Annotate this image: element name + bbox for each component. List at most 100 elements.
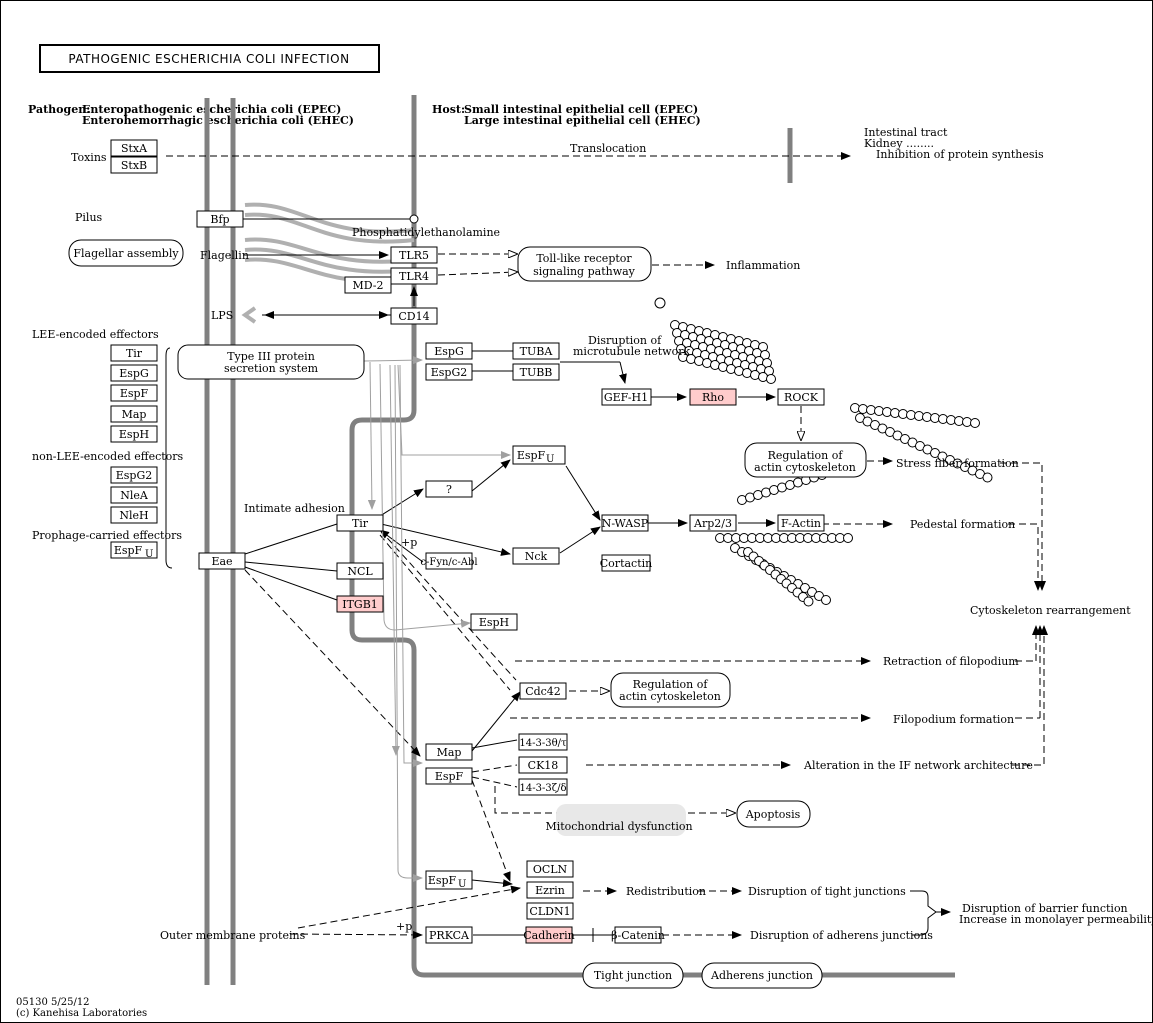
gene-factin[interactable]: F-Actin: [777, 514, 825, 532]
gene-tubb[interactable]: TUBB: [512, 363, 560, 381]
gene-cdc42-label: Cdc42: [525, 685, 561, 698]
gene-bfp[interactable]: Bfp: [196, 210, 244, 228]
gene-tlr5[interactable]: TLR5: [390, 246, 438, 264]
gene-rho[interactable]: Rho: [689, 388, 737, 406]
pathway-adherens-junction[interactable]: Adherens junction: [701, 962, 823, 989]
gene-espfu-label: EspF: [517, 449, 546, 462]
lee-effectors-label: LEE-encoded effectors: [32, 328, 159, 341]
gene-eae[interactable]: Eae: [198, 552, 246, 570]
gene-espg[interactable]: EspG: [425, 342, 473, 360]
phosphorylation-label: +p: [401, 536, 417, 549]
t3ss-label-1: Type III protein: [227, 350, 315, 363]
gene-espfu-2-label: EspF: [428, 874, 457, 887]
gene-itgb1[interactable]: ITGB1: [336, 595, 384, 613]
phosphorylation-label-2: +p: [396, 920, 412, 933]
gene-tubb-label: TUBB: [520, 366, 553, 379]
gene-espg2-label: EspG2: [431, 366, 468, 379]
gene-nwasp[interactable]: N-WASP: [601, 514, 649, 532]
pathway-regulation-actin-2[interactable]: Regulation of actin cytoskeleton: [610, 672, 731, 708]
membranes: [204, 95, 955, 985]
pathway-apoptosis[interactable]: Apoptosis: [736, 800, 811, 828]
gene-bfp-label: Bfp: [210, 213, 229, 226]
gene-nlea[interactable]: NleA: [110, 486, 158, 504]
reg-actin-label-1: Regulation of: [768, 449, 844, 462]
gene-ezrin-label: Ezrin: [535, 884, 565, 897]
gene-gefh1[interactable]: GEF-H1: [601, 388, 652, 406]
gene-map[interactable]: Map: [425, 743, 473, 761]
gene-espf-effector[interactable]: EspF: [110, 384, 158, 402]
gene-ocln-label: OCLN: [533, 863, 568, 876]
gene-nleh[interactable]: NleH: [110, 506, 158, 524]
disruption-tight-label: Disruption of tight junctions: [748, 885, 906, 898]
gene-cortactin[interactable]: Cortactin: [600, 554, 652, 572]
gene-rock[interactable]: ROCK: [777, 388, 825, 406]
gene-espg-effector[interactable]: EspG: [110, 364, 158, 382]
pathway-regulation-actin[interactable]: Regulation of actin cytoskeleton: [744, 442, 867, 478]
gene-factin-label: F-Actin: [781, 517, 821, 530]
gene-cd14[interactable]: CD14: [390, 307, 438, 325]
stress-fiber-label: Stress fiber formation: [896, 457, 1019, 470]
gene-cldn1[interactable]: CLDN1: [526, 902, 574, 920]
pathway-tight-junction[interactable]: Tight junction: [582, 962, 684, 989]
gene-nck[interactable]: Nck: [512, 547, 560, 565]
tlr-pathway-label-2: signaling pathway: [533, 265, 636, 278]
gene-prkca[interactable]: PRKCA: [425, 926, 473, 944]
gene-stxa-label: StxA: [121, 142, 148, 155]
gene-unknown-label: ?: [446, 483, 452, 496]
gene-cfyn-cabl[interactable]: c-Fyn/c-Abl: [420, 552, 478, 570]
retraction-label: Retraction of filopodium: [883, 655, 1019, 668]
gene-tuba[interactable]: TUBA: [512, 342, 560, 360]
pathogen-line1: Enteropathogenic escherichia coli (EPEC): [82, 103, 341, 116]
gene-beta-catenin-label: β-Catenin: [611, 929, 665, 942]
pilus-label: Pilus: [75, 211, 103, 224]
gene-beta-catenin[interactable]: β-Catenin: [611, 926, 665, 944]
gene-cdc42[interactable]: Cdc42: [519, 682, 567, 700]
gene-md2[interactable]: MD-2: [344, 276, 392, 294]
gene-ocln[interactable]: OCLN: [526, 860, 574, 878]
tight-junction-label: Tight junction: [594, 969, 672, 982]
pilus-flagellin-curves: [241, 202, 415, 324]
gene-stxb[interactable]: StxB: [110, 156, 158, 174]
pathway-type-iii-secretion[interactable]: Type III protein secretion system: [177, 344, 365, 380]
gene-espg2-effector[interactable]: EspG2: [110, 466, 158, 484]
gene-esph-label: EspH: [479, 616, 509, 629]
gene-unknown[interactable]: ?: [425, 480, 473, 498]
gene-tir-effector[interactable]: Tir: [110, 344, 158, 362]
gene-esph-effector[interactable]: EspH: [110, 425, 158, 443]
gene-stxa[interactable]: StxA: [110, 139, 158, 157]
gene-ck18[interactable]: CK18: [518, 756, 568, 774]
gene-espg2[interactable]: EspG2: [425, 363, 473, 381]
gene-14-3-3-zeta[interactable]: 14-3-3ζ/δ: [518, 778, 568, 796]
outer-membrane-label: Outer membrane proteins: [160, 929, 306, 942]
inhibition-label: Inhibition of protein synthesis: [876, 148, 1044, 161]
gene-gefh1-label: GEF-H1: [604, 391, 648, 404]
gene-prkca-label: PRKCA: [429, 929, 470, 942]
bead: [982, 472, 993, 483]
gene-tir[interactable]: Tir: [336, 514, 384, 532]
gene-map-effector[interactable]: Map: [110, 405, 158, 423]
apoptosis-label: Apoptosis: [745, 808, 801, 821]
gene-espf[interactable]: EspF: [425, 767, 473, 785]
gene-arp23[interactable]: Arp2/3: [689, 514, 737, 532]
gene-tlr4[interactable]: TLR4: [390, 267, 438, 285]
gene-esph[interactable]: EspH: [470, 613, 518, 631]
redistribution-label: Redistribution: [626, 885, 706, 898]
gene-ncl[interactable]: NCL: [336, 562, 384, 580]
pathway-flagellar-assembly[interactable]: Flagellar assembly: [68, 239, 184, 267]
gene-espfu-subscript: U: [546, 454, 554, 465]
gene-ezrin[interactable]: Ezrin: [526, 881, 574, 899]
gene-map-label: Map: [437, 746, 462, 759]
footer-copyright: (c) Kanehisa Laboratories: [16, 1008, 147, 1019]
gene-cadherin[interactable]: Cadherin: [523, 926, 575, 944]
gene-nlea-label: NleA: [120, 489, 149, 502]
mito-dysfunction-label: Mitochondrial dysfunction: [545, 820, 692, 833]
secretion-arrows: [363, 356, 511, 882]
alteration-if-label: Alteration in the IF network architectur…: [803, 759, 1033, 772]
gene-14-3-3-theta[interactable]: 14-3-3θ/τ: [518, 733, 568, 751]
gene-map-effector-label: Map: [122, 408, 147, 421]
pathway-toll-like-receptor[interactable]: Toll-like receptor signaling pathway: [517, 246, 652, 282]
